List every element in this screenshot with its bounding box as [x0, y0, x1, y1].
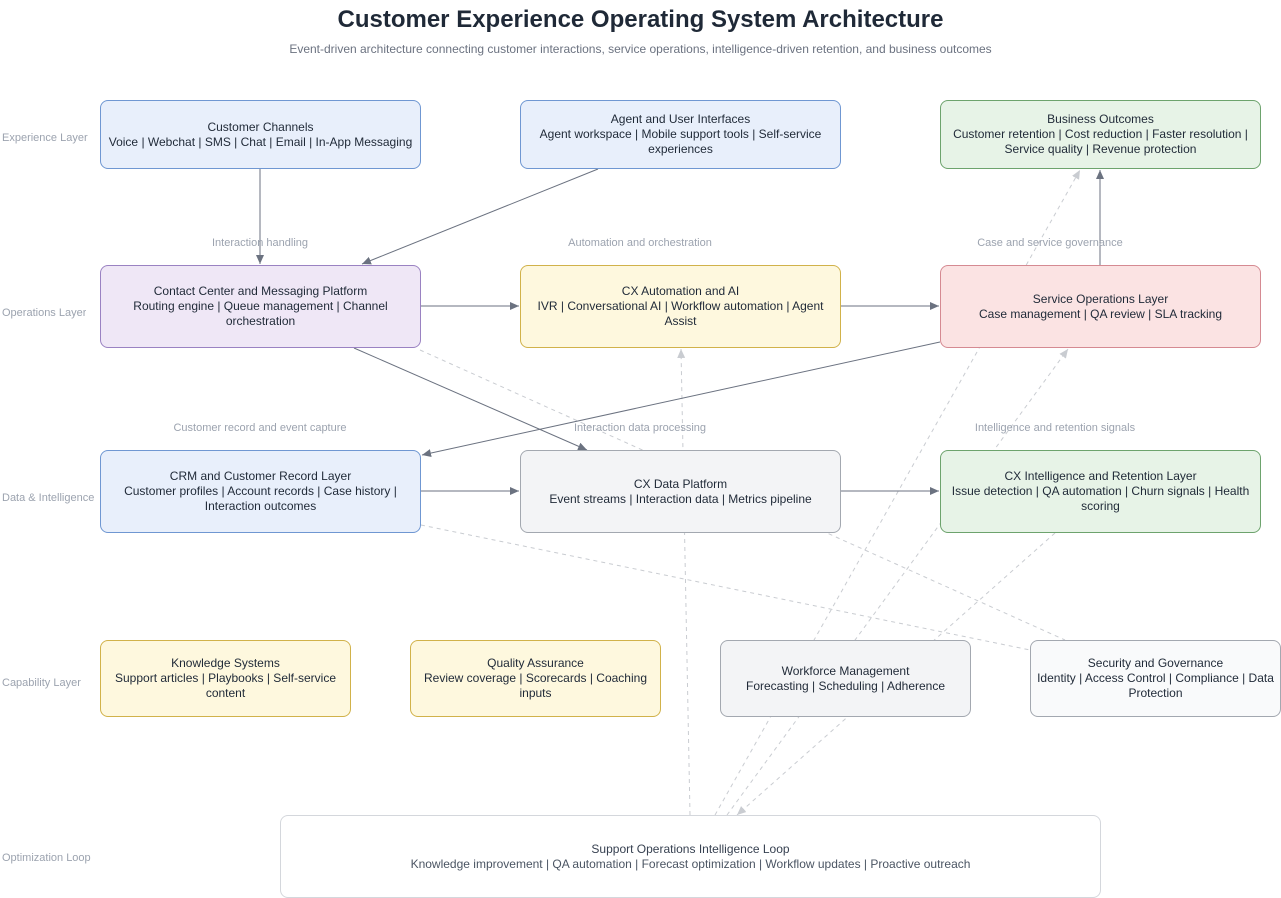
node-workforce-management[interactable]: Workforce Management Forecasting | Sched… [720, 640, 971, 717]
layer-label-experience: Experience Layer [2, 132, 88, 144]
node-customer-channels[interactable]: Customer Channels Voice | Webchat | SMS … [100, 100, 421, 169]
page-subtitle: Event-driven architecture connecting cus… [289, 42, 992, 56]
node-security-governance[interactable]: Security and Governance Identity | Acces… [1030, 640, 1281, 717]
node-quality-assurance[interactable]: Quality Assurance Review coverage | Scor… [410, 640, 661, 717]
node-detail: Forecasting | Scheduling | Adherence [745, 678, 946, 693]
edge-interfaces-to-contact-center [361, 168, 599, 265]
edge-intelligence-to-loop [736, 532, 1056, 816]
connection-label-record-capture: Customer record and event capture [173, 422, 347, 434]
layer-label-optimization: Optimization Loop [2, 852, 91, 864]
node-detail: Case management | QA review | SLA tracki… [978, 306, 1223, 321]
node-cx-automation[interactable]: CX Automation and AI IVR | Conversationa… [520, 265, 841, 348]
connection-label-retention-signals: Intelligence and retention signals [974, 422, 1136, 434]
edge-loop-to-automation [677, 348, 691, 816]
edge-loop-to-service-ops [726, 348, 1069, 816]
node-detail: Knowledge improvement | QA automation | … [410, 856, 971, 871]
node-title: CX Data Platform [633, 476, 728, 491]
node-knowledge-systems[interactable]: Knowledge Systems Support articles | Pla… [100, 640, 351, 717]
edge-service-ops-to-crm [421, 341, 941, 457]
node-title: Contact Center and Messaging Platform [153, 284, 368, 298]
node-title: Customer Channels [207, 119, 314, 134]
node-service-operations[interactable]: Service Operations Layer Case management… [940, 265, 1261, 348]
node-title: Support Operations Intelligence Loop [591, 841, 790, 856]
layer-label-capability: Capability Layer [2, 677, 81, 689]
node-title: CX Automation and AI [621, 284, 740, 298]
layer-label-data: Data & Intelligence Layer [2, 492, 98, 504]
connection-label-interaction-handling: Interaction handling [211, 237, 309, 249]
connection-label-data-processing: Interaction data processing [573, 422, 707, 434]
node-business-outcomes[interactable]: Business Outcomes Customer retention | C… [940, 100, 1261, 169]
node-detail: Issue detection | QA automation | Churn … [951, 484, 1250, 513]
node-title: Workforce Management [781, 663, 910, 678]
node-crm[interactable]: CRM and Customer Record Layer Customer p… [100, 450, 421, 533]
connection-label-case-governance: Case and service governance [977, 237, 1123, 249]
node-title: Security and Governance [1087, 656, 1224, 670]
node-title: Knowledge Systems [171, 656, 280, 670]
page-title: Customer Experience Operating System Arc… [337, 6, 944, 33]
node-title: Quality Assurance [487, 656, 584, 670]
node-detail: Routing engine | Queue management | Chan… [133, 299, 388, 328]
node-detail: Identity | Access Control | Compliance |… [1037, 671, 1274, 700]
connection-label-automation: Automation and orchestration [568, 237, 712, 249]
node-title: CX Intelligence and Retention Layer [1004, 469, 1197, 483]
node-detail: Review coverage | Scorecards | Coaching … [423, 671, 647, 700]
node-intelligence-loop[interactable]: Support Operations Intelligence Loop Kno… [280, 815, 1101, 898]
node-cx-data-platform[interactable]: CX Data Platform Event streams | Interac… [520, 450, 841, 533]
node-title: CRM and Customer Record Layer [169, 469, 352, 483]
node-detail: Event streams | Interaction data | Metri… [549, 491, 812, 506]
edge-contact-center-to-data-platform [353, 347, 588, 451]
node-title: Business Outcomes [1047, 112, 1154, 126]
node-detail: Voice | Webchat | SMS | Chat | Email | I… [108, 134, 413, 149]
node-cx-intelligence[interactable]: CX Intelligence and Retention Layer Issu… [940, 450, 1261, 533]
node-detail: Agent workspace | Mobile support tools |… [539, 127, 822, 156]
node-title: Agent and User Interfaces [610, 112, 751, 126]
node-detail: IVR | Conversational AI | Workflow autom… [537, 299, 824, 328]
edge-crm-to-security [420, 524, 1031, 651]
node-detail: Customer retention | Cost reduction | Fa… [953, 127, 1248, 156]
node-agent-interfaces[interactable]: Agent and User Interfaces Agent workspac… [520, 100, 841, 169]
node-title: Service Operations Layer [1032, 291, 1169, 306]
node-detail: Support articles | Playbooks | Self-serv… [115, 671, 336, 700]
layer-label-operations: Operations Layer [2, 307, 87, 319]
node-detail: Customer profiles | Account records | Ca… [124, 484, 397, 513]
node-contact-center[interactable]: Contact Center and Messaging Platform Ro… [100, 265, 421, 348]
